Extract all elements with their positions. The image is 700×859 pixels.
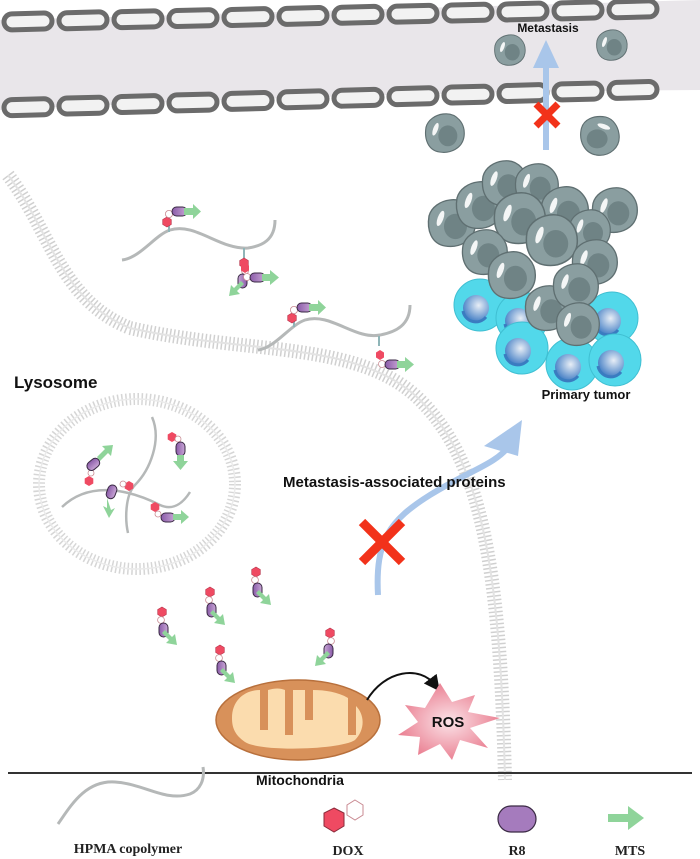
block-x-icon <box>533 101 561 129</box>
hanging-conjugate <box>241 263 279 285</box>
vessel-wall-cell <box>4 13 52 30</box>
vessel-wall-cell <box>114 95 162 112</box>
vessel-wall-cell <box>224 92 272 109</box>
polymer-conjugate <box>121 203 277 297</box>
r8-icon <box>497 805 537 833</box>
free-conjugate <box>215 644 236 684</box>
proteins-label: Metastasis-associated proteins <box>283 474 506 491</box>
vessel-wall-cell <box>169 10 217 27</box>
legend-item-r8: R8 <box>497 805 537 859</box>
vessel-wall-cell <box>499 3 547 20</box>
hpma-copolymer-icon <box>56 766 205 825</box>
vessel-wall-cell <box>169 94 217 111</box>
escaping-tumor-cell <box>424 113 465 153</box>
vessel-wall-cell <box>554 2 602 19</box>
legend-item-dox: DOX <box>323 799 364 859</box>
dox-icon <box>323 799 364 833</box>
mitochondria <box>215 679 381 761</box>
mitochondria-label: Mitochondria <box>256 772 344 788</box>
vessel-wall-cell <box>334 6 382 23</box>
vessel-wall-cell <box>114 11 162 28</box>
vessel-wall-cell <box>279 91 327 108</box>
vessel-wall-cell <box>279 7 327 24</box>
proteins-arrow <box>374 420 522 596</box>
vessel-wall-cell <box>444 4 492 21</box>
legend: HPMA copolymer DOX R8 MTS <box>56 766 645 859</box>
vessel-wall-cell <box>499 84 547 101</box>
free-conjugate <box>205 586 226 626</box>
legend-label: MTS <box>615 844 646 859</box>
vessel-wall-cell <box>609 1 657 18</box>
free-conjugate <box>314 627 335 667</box>
lysosome-label: Lysosome <box>14 373 97 392</box>
metastasis-label: Metastasis <box>517 21 579 35</box>
vessel-wall-cell <box>609 81 657 98</box>
block-x-icon <box>358 518 406 566</box>
free-conjugate <box>157 606 178 646</box>
ros-arrow <box>366 672 440 701</box>
ros-label: ROS <box>432 714 465 731</box>
mts-icon <box>608 806 644 830</box>
vessel-wall-cell <box>4 99 52 116</box>
vessel-wall-cell <box>389 88 437 105</box>
escaping-tumor-cell <box>580 115 620 156</box>
lysosome <box>33 393 241 575</box>
circulating-tumor-cell <box>596 29 628 61</box>
primary-tumor <box>427 160 643 392</box>
legend-label: R8 <box>508 844 525 859</box>
legend-item-mts: MTS <box>608 806 645 859</box>
ros-burst <box>398 683 500 760</box>
metastasis-arrow <box>533 40 559 150</box>
legend-label: HPMA copolymer <box>74 842 182 857</box>
vessel-wall-cell <box>59 12 107 29</box>
free-conjugate <box>251 566 272 606</box>
vessel-wall-cell <box>59 97 107 114</box>
polymer-conjugate <box>257 299 412 352</box>
primary-tumor-label: Primary tumor <box>542 387 631 402</box>
hanging-conjugate <box>376 350 414 372</box>
vessel-wall-cell <box>334 89 382 106</box>
vessel-wall-cell <box>554 83 602 100</box>
cell-membrane <box>2 170 512 781</box>
vessel-wall-cell <box>389 5 437 22</box>
circulating-tumor-cell <box>494 34 526 66</box>
legend-item-hpma: HPMA copolymer <box>56 766 205 857</box>
legend-label: DOX <box>332 844 363 859</box>
vessel-wall-cell <box>224 8 272 25</box>
vessel-wall-cell <box>444 86 492 103</box>
blood-vessel <box>0 0 700 116</box>
